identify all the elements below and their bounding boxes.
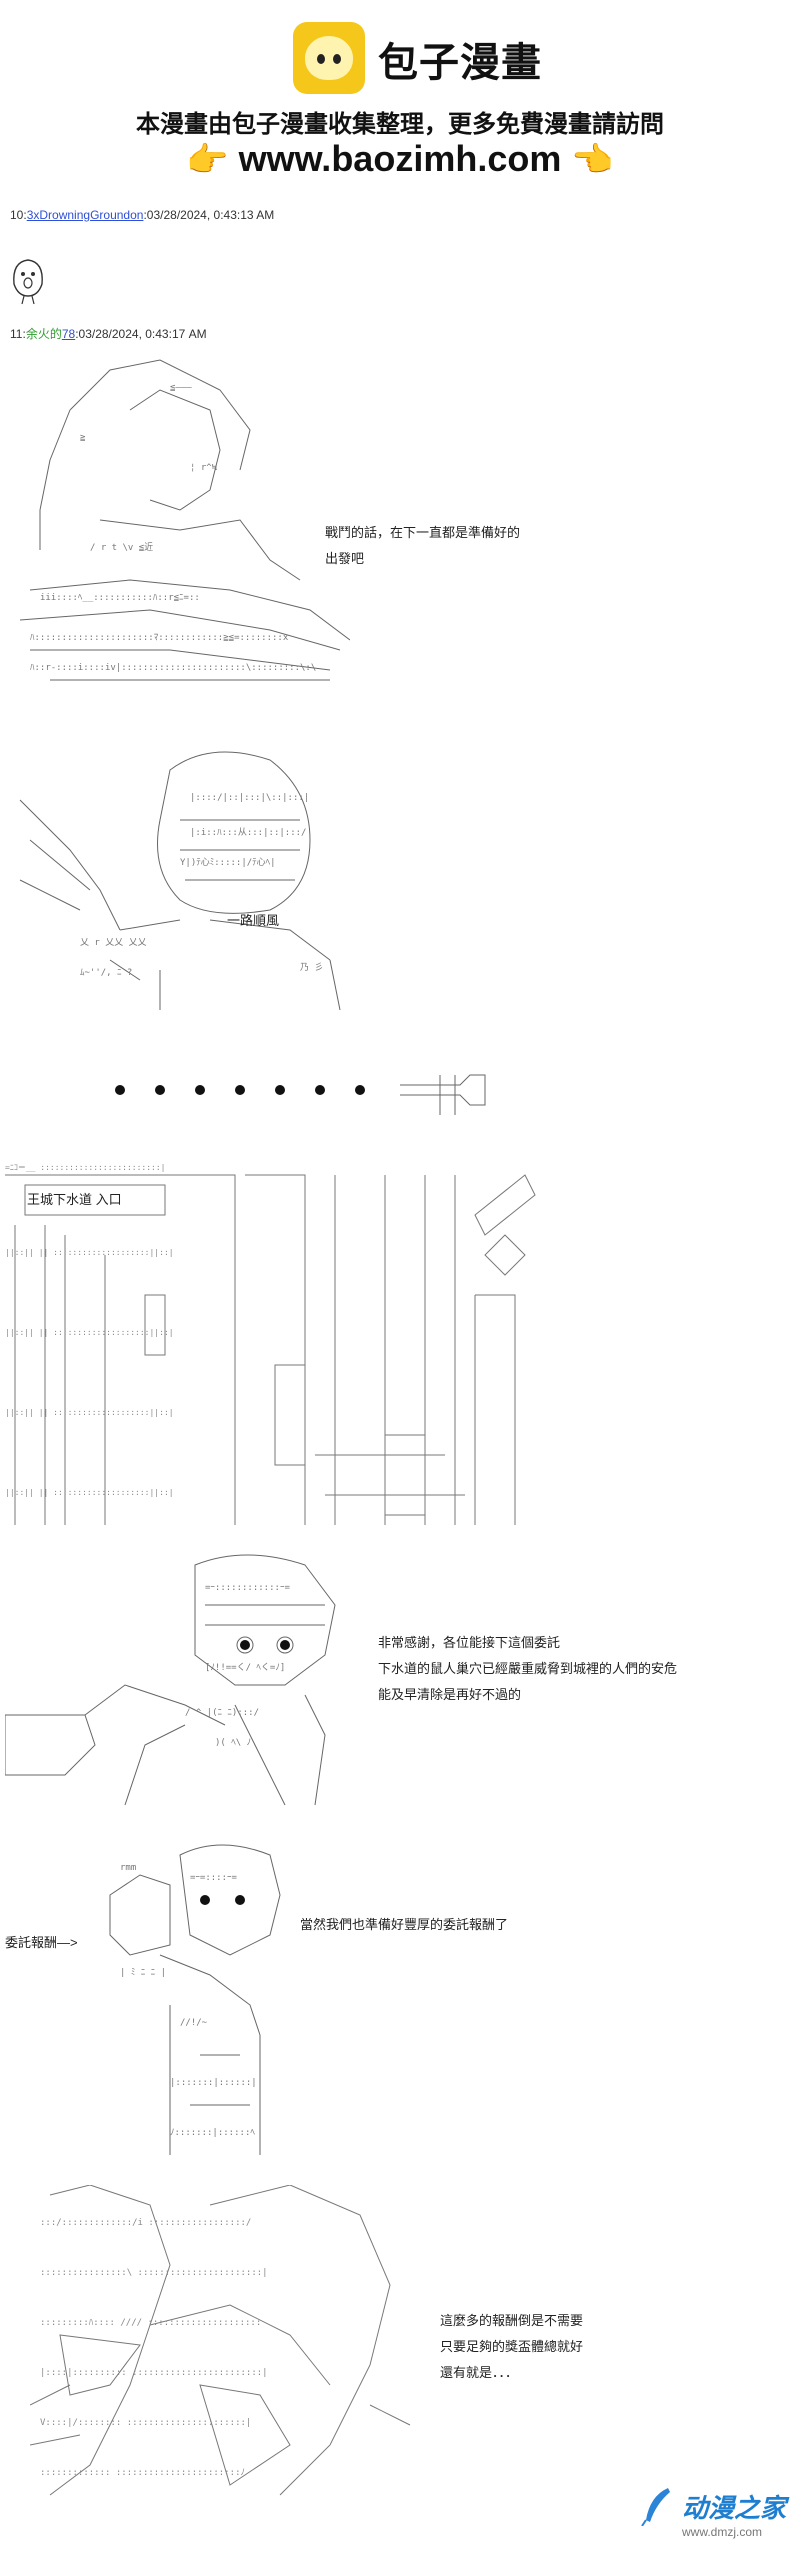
dialogue-line: 這麼多的報酬倒是不需要: [440, 2313, 584, 2328]
svg-text:rmm: rmm: [120, 1863, 136, 1873]
arrow-right-icon: ―>: [57, 1935, 78, 1950]
svg-text:≦―――: ≦―――: [170, 383, 192, 393]
svg-text:V::::|/:::::::: :::::::::::::: V::::|/:::::::: ::::::::::::::::::::::|: [40, 2418, 251, 2428]
quill-logo-icon: [641, 2488, 670, 2526]
svg-text:=ｰ::::::::::::ｰ=: =ｰ::::::::::::ｰ=: [205, 1583, 290, 1593]
svg-text:::::::::::::: :::::::::::::::: ::::::::::::: :::::::::::::::::::::::ﾉ: [40, 2468, 245, 2478]
sewer-entrance-art: =ﾆｺ＝__ :::::::::::::::::::::::::| ||::||…: [5, 1163, 536, 1525]
svg-text:=ﾆｺ＝__ ::::::::::::::::::::::: =ﾆｺ＝__ :::::::::::::::::::::::::|: [5, 1163, 166, 1172]
svg-text:ﾑ~''/, ﾆ ?: ﾑ~''/, ﾆ ?: [80, 968, 132, 978]
svg-text://!/~: //!/~: [180, 2018, 208, 2028]
site-url-link[interactable]: www.baozimh.com: [238, 138, 562, 179]
dialogue-line: 只要足夠的獎盃體總就好: [440, 2339, 584, 2354]
svg-text:/ ^ |(ﾆ ﾆ):::/: / ^ |(ﾆ ﾆ):::/: [185, 1708, 259, 1718]
knight-character-art: ≧ ≦―――¦ r^≒ / r t \v ≦近iii::::ﾍ__::::::::…: [19, 359, 350, 681]
guard-character-art: =ｰ::::::::::::ｰ=[ﾉ!!==く/ ﾍく=ﾉ] / ^ |(ﾆ ﾆ…: [5, 1554, 336, 1806]
footer-url: www.dmzj.com: [682, 2525, 763, 2539]
svg-text::::::::::ﾊ:::: //// :::::::: :::::::::ﾊ:::: //// ::::::::::::::::::::…: [40, 2318, 261, 2328]
svg-text:|:::::::|::::::|: |:::::::|::::::|: [170, 2078, 257, 2088]
post-number: 11: [10, 327, 23, 341]
eye-icon: [333, 54, 341, 64]
svg-text:=ｰ=::::ｰ=: =ｰ=::::ｰ=: [190, 1873, 238, 1883]
svg-text:||::|| || ::::::::::::::::::: ||::|| || ::::::::::::::::::::||::|: [5, 1408, 174, 1417]
post-datetime: :03/28/2024, 0:43:13 AM: [143, 208, 275, 222]
reward-label-text: 委託報酬: [5, 1935, 58, 1950]
pointing-hand-right-icon: 👉: [186, 141, 229, 179]
dialogue-line: 出發吧: [325, 551, 365, 566]
svg-text:||::|| || ::::::::::::::::::: ||::|| || ::::::::::::::::::::||::|: [5, 1328, 174, 1337]
post-datetime: :03/28/2024, 0:43:17 AM: [75, 327, 207, 341]
svg-text:| ﾐ ﾆ ﾆ |: | ﾐ ﾆ ﾆ |: [120, 1968, 166, 1978]
cloaked-character-art: :::/:::::::::::::/i ::::::::::::::::::/ …: [30, 2185, 411, 2496]
svg-text:¦ r^≒: ¦ r^≒: [190, 463, 218, 473]
svg-text:乃 彡: 乃 彡: [300, 962, 323, 973]
site-logo-icon: [293, 22, 365, 94]
dialogue-line: 戰鬥的話，在下一直都是準備好的: [325, 525, 521, 540]
svg-text:[ﾉ!!==く/ ﾍく=ﾉ]: [ﾉ!!==く/ ﾍく=ﾉ]: [205, 1663, 285, 1673]
post-author-id-link[interactable]: 78: [61, 327, 76, 341]
svg-text:ﾊ::r-::::i::::iv|:::::::::::::: ﾊ::r-::::i::::iv|:::::::::::::::::::::::…: [30, 663, 316, 673]
ellipsis-dots: [115, 1074, 486, 1115]
svg-text:|::::|:::::::::: ::::::::::::: |::::|:::::::::: :::::::::::::::::::::::…: [40, 2368, 268, 2378]
svg-text:::::::::::::::::\ :::::::::::: ::::::::::::::::\ ::::::::::::::::::::::…: [40, 2268, 268, 2278]
dialogue-line: 非常感謝，各位能接下這個委託: [378, 1635, 561, 1650]
svg-text:)( ﾍ\ ﾉ: )( ﾍ\ ﾉ: [215, 1738, 251, 1748]
post-author-link[interactable]: 3xDrowningGroundon: [26, 208, 144, 222]
footer-brand: 动漫之家: [682, 2493, 787, 2523]
svg-text:||::|| || ::::::::::::::::::: ||::|| || ::::::::::::::::::::||::|: [5, 1488, 174, 1497]
site-url-line: 👉 www.baozimh.com 👈: [0, 138, 800, 180]
svg-text:Y|)ﾃ心ﾐ:::::|/ﾃ心ﾍ|: Y|)ﾃ心ﾐ:::::|/ﾃ心ﾍ|: [180, 857, 276, 868]
dialogue-line: 下水道的鼠人巢穴已經嚴重威脅到城裡的人們的安危: [378, 1661, 678, 1676]
bun-face-icon: [305, 36, 353, 80]
waving-character-art: |::::/|::|:::|\::|:::||:i::ﾊ:::从:::|::|:…: [19, 751, 341, 1011]
dialogue-line: 一路順風: [227, 913, 280, 928]
svg-text:ﾉ:::::::|::::::ﾍ: ﾉ:::::::|::::::ﾍ: [170, 2128, 255, 2138]
svg-text:iii::::ﾍ__:::::::::::ﾊ::r≦ﾆ=::: iii::::ﾍ__:::::::::::ﾊ::r≦ﾆ=::: [40, 593, 200, 603]
svg-text:|:i::ﾊ:::从:::|::|:::/: |:i::ﾊ:::从:::|::|:::/: [190, 827, 306, 838]
guard-with-reward-art: rmm=ｰ=::::ｰ= | ﾐ ﾆ ﾆ |//!/~ |:::::::|:::…: [109, 1844, 281, 2155]
ghost-avatar-icon: [13, 259, 43, 305]
sewer-sign-label: 王城下水道 入口: [27, 1192, 122, 1207]
eye-icon: [317, 54, 325, 64]
svg-text:乂 r 乂乂 乂乂: 乂 r 乂乂 乂乂: [80, 938, 147, 948]
svg-text:/ r t \v ≦近: / r t \v ≦近: [90, 541, 153, 553]
site-name: 包子漫畫: [378, 41, 542, 85]
post-number: 10: [10, 208, 24, 222]
reward-label: 委託報酬―>: [5, 1932, 78, 1951]
site-slogan: 本漫畫由包子漫畫收集整理，更多免費漫畫請訪問: [136, 111, 664, 138]
dialogue-line: 當然我們也準備好豐厚的委託報酬了: [300, 1917, 509, 1932]
svg-text:|::::/|::|:::|\::|:::|: |::::/|::|:::|\::|:::|: [190, 793, 309, 803]
svg-text::::/:::::::::::::/i :::::::::: :::/:::::::::::::/i ::::::::::::::::::/: [40, 2218, 251, 2228]
post-header-11: 11:余火的78:03/28/2024, 0:43:17 AM: [10, 327, 207, 341]
svg-text:ﾊ::::::::::::::::::::::ﾏ::::::: ﾊ::::::::::::::::::::::ﾏ::::::::::::≧≦=:…: [30, 633, 289, 643]
svg-text:≧: ≧: [80, 433, 86, 443]
pointing-hand-left-icon: 👈: [571, 141, 614, 179]
svg-text:||::|| || ::::::::::::::::::: ||::|| || ::::::::::::::::::::||::|: [5, 1248, 174, 1257]
post-header-10: 10:3xDrowningGroundon:03/28/2024, 0:43:1…: [10, 208, 275, 222]
post-author[interactable]: 余火的: [25, 327, 62, 341]
dialogue-line: 還有就是．．．: [440, 2365, 519, 2380]
dialogue-line: 能及早清除是再好不過的: [378, 1687, 522, 1702]
